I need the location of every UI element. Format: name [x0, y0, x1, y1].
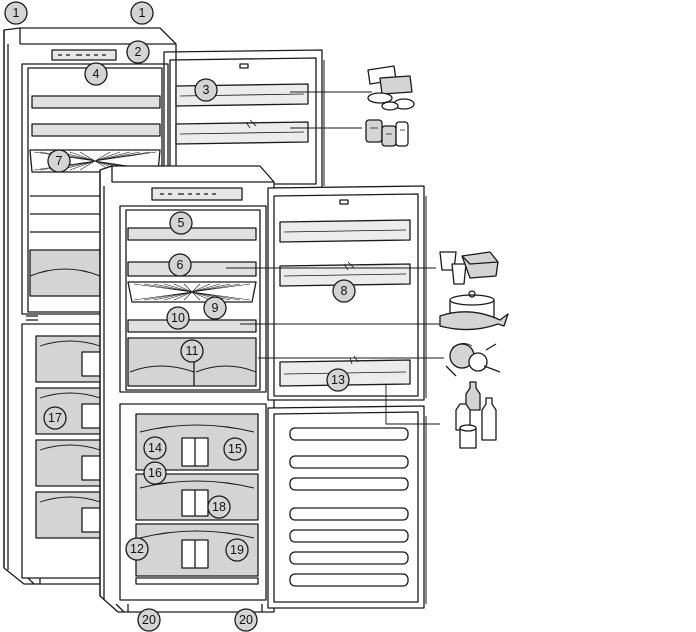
callout-label: 6 — [177, 258, 184, 272]
callout-9: 9 — [203, 296, 227, 320]
callout-18: 18 — [207, 495, 231, 519]
callout-label: 10 — [171, 311, 185, 325]
callout-label: 4 — [93, 67, 100, 81]
callout-19: 19 — [225, 538, 249, 562]
callout-label: 13 — [331, 373, 345, 387]
callout-label: 2 — [135, 45, 142, 59]
callout-17: 17 — [43, 406, 67, 430]
callout-20a: 20 — [137, 608, 161, 632]
callout-6: 6 — [168, 253, 192, 277]
callout-8: 8 — [332, 279, 356, 303]
callout-15: 15 — [223, 437, 247, 461]
food-cheese-butter-icon — [367, 65, 415, 111]
front-freezer-door — [267, 405, 427, 609]
rear-fridge-shelves — [29, 95, 161, 297]
callout-label: 20 — [239, 613, 253, 627]
callout-13: 13 — [326, 368, 350, 392]
callout-label: 5 — [178, 216, 185, 230]
callout-1a: 1 — [4, 1, 28, 25]
callout-11: 11 — [180, 339, 204, 363]
callout-label: 14 — [148, 441, 162, 455]
callout-label: 18 — [212, 500, 226, 514]
callout-3: 3 — [194, 78, 218, 102]
callout-16: 16 — [143, 461, 167, 485]
food-bottles-icon — [455, 381, 497, 449]
callout-label: 19 — [230, 543, 244, 557]
callout-label: 8 — [341, 284, 348, 298]
leader-lines — [226, 91, 444, 425]
callout-label: 16 — [148, 466, 162, 480]
callout-label: 17 — [48, 411, 62, 425]
rear-freezer-drawers — [26, 315, 107, 585]
callout-label: 20 — [142, 613, 156, 627]
callout-7: 7 — [47, 149, 71, 173]
callout-14: 14 — [143, 436, 167, 460]
food-vegetables-icon — [445, 343, 501, 377]
food-pot-fish-icon — [439, 290, 509, 331]
callout-label: 3 — [203, 83, 210, 97]
callout-label: 9 — [212, 301, 219, 315]
callout-12: 12 — [125, 537, 149, 561]
callout-5: 5 — [169, 211, 193, 235]
callout-label: 7 — [56, 154, 63, 168]
callout-2: 2 — [126, 40, 150, 64]
callout-20b: 20 — [234, 608, 258, 632]
callout-label: 11 — [186, 344, 199, 358]
food-jars-icon — [365, 119, 409, 147]
callout-label: 1 — [139, 6, 146, 20]
callout-10: 10 — [166, 306, 190, 330]
callout-4: 4 — [84, 62, 108, 86]
callout-label: 15 — [228, 442, 242, 456]
food-yoghurt-butter-icon — [439, 251, 499, 285]
callout-label: 1 — [13, 6, 20, 20]
callout-1b: 1 — [130, 1, 154, 25]
callout-label: 12 — [130, 542, 144, 556]
